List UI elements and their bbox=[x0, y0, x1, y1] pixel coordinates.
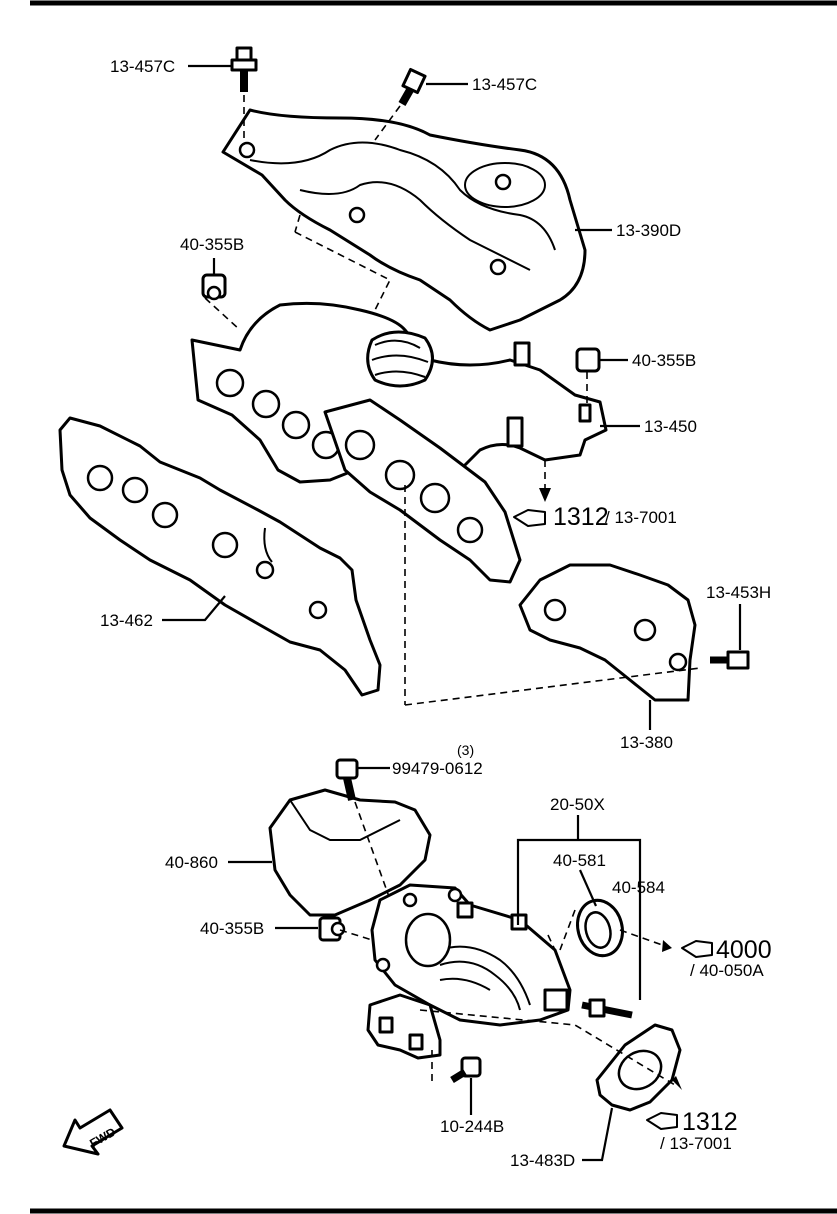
label-40-584: 40-584 bbox=[612, 878, 665, 897]
hand-pointer-icon bbox=[513, 509, 546, 527]
manifold-flange bbox=[323, 398, 522, 584]
label-13-457c-left: 13-457C bbox=[110, 57, 175, 76]
label-13-450: 13-450 bbox=[644, 417, 697, 436]
label-10-244b: 10-244B bbox=[440, 1117, 504, 1136]
hand-pointer-icon bbox=[646, 1112, 678, 1130]
manifold-gasket bbox=[58, 416, 382, 697]
converter-bracket bbox=[366, 993, 442, 1060]
label-40-581: 40-581 bbox=[553, 851, 606, 870]
fwd-arrow-icon bbox=[62, 1108, 124, 1156]
label-40-355b-left: 40-355B bbox=[180, 235, 244, 254]
label-ref-40-050a: / 40-050A bbox=[690, 961, 764, 980]
label-20-50x: 20-50X bbox=[550, 795, 605, 814]
label-13-380: 13-380 bbox=[620, 733, 673, 752]
catalytic-converter bbox=[370, 883, 572, 1027]
label-ref-1312-lower: 1312 bbox=[682, 1108, 738, 1136]
label-ref-1312-upper: 1312 bbox=[553, 503, 609, 531]
label-ref-13-7001-lower: / 13-7001 bbox=[660, 1134, 732, 1153]
nut-40-355b-right bbox=[575, 347, 601, 373]
label-13-462: 13-462 bbox=[100, 611, 153, 630]
hand-pointer-icon bbox=[681, 940, 713, 958]
heat-insulator-upper bbox=[221, 108, 587, 332]
bolt-13-457c-right bbox=[398, 67, 427, 106]
bracket-13-380 bbox=[518, 563, 697, 702]
heat-insulator-lower bbox=[268, 788, 432, 917]
gasket-40-581 bbox=[576, 898, 624, 958]
label-99479-qty: (3) bbox=[457, 742, 474, 758]
label-13-483d: 13-483D bbox=[510, 1151, 575, 1170]
bolt-10-244b bbox=[450, 1056, 482, 1083]
label-99479-0612: 99479-0612 bbox=[392, 759, 483, 778]
label-13-457c-right: 13-457C bbox=[472, 75, 537, 94]
label-13-453h: 13-453H bbox=[706, 583, 771, 602]
nut-40-355b-left bbox=[201, 273, 227, 301]
gasket-13-483d bbox=[595, 1023, 682, 1112]
bolt-13-457c-left bbox=[230, 46, 258, 92]
label-ref-4000: 4000 bbox=[716, 936, 772, 964]
label-ref-13-7001-upper: / 13-7001 bbox=[605, 508, 677, 527]
stud-40-584 bbox=[581, 998, 633, 1019]
label-13-390d: 13-390D bbox=[616, 221, 681, 240]
label-40-860: 40-860 bbox=[165, 853, 218, 872]
label-40-355b-right: 40-355B bbox=[632, 351, 696, 370]
bolt-13-453h bbox=[710, 650, 750, 670]
exhaust-manifold bbox=[190, 301, 608, 484]
label-40-355b-lower: 40-355B bbox=[200, 919, 264, 938]
nut-40-355b-lower bbox=[318, 916, 346, 942]
